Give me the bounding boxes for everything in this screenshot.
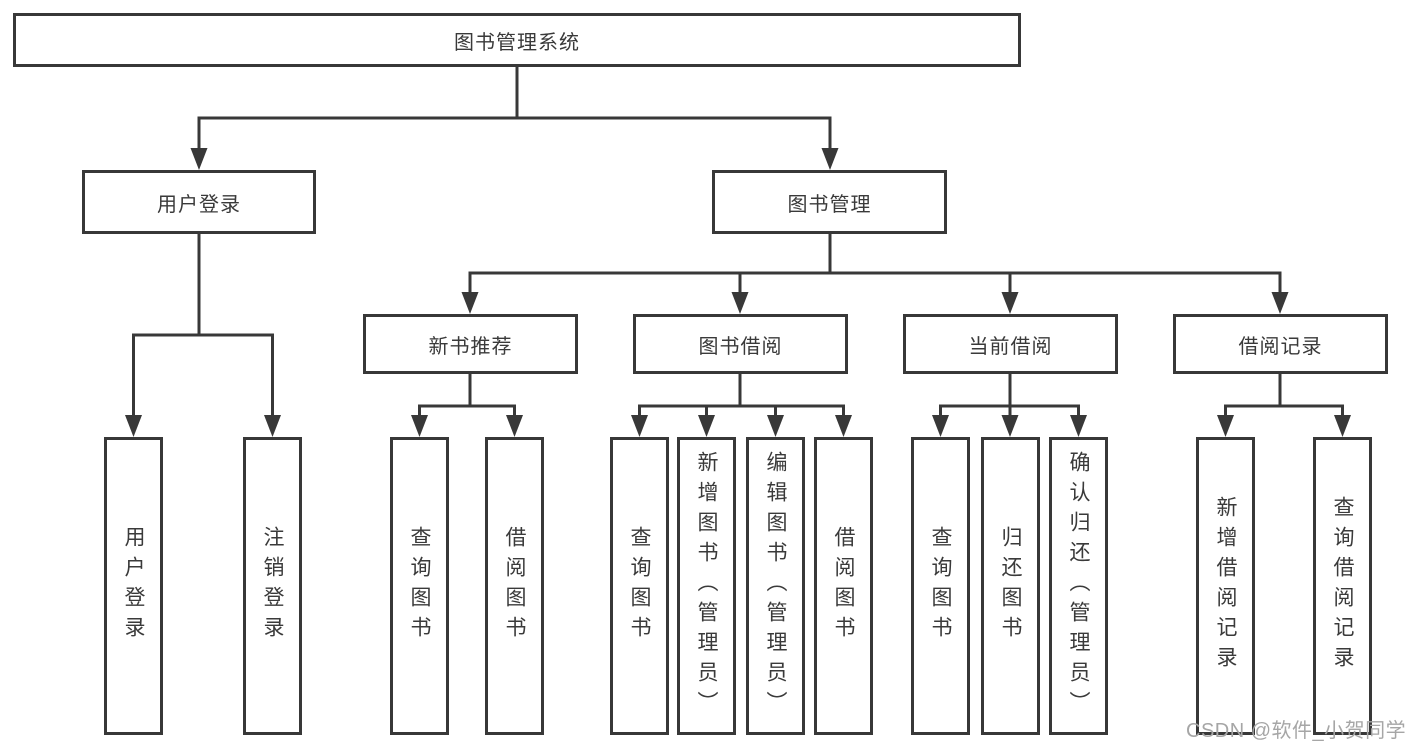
node-label: 图书管理系统 (454, 31, 580, 54)
leaf-borrow-books-recommend: 借阅图书 (485, 437, 544, 735)
node-current-borrowing: 当前借阅 (903, 314, 1118, 374)
node-label: 新书推荐 (428, 335, 513, 358)
node-label: 用户登录 (122, 526, 145, 646)
leaf-query-books-current: 查询图书 (911, 437, 970, 735)
arrowhead-icons (125, 148, 1351, 437)
node-label: 查询图书 (628, 526, 651, 646)
node-label: 图书管理 (787, 193, 872, 216)
node-label: 查询图书 (408, 526, 431, 646)
leaf-user-login: 用户登录 (104, 437, 163, 735)
leaf-query-books-recommend: 查询图书 (390, 437, 449, 735)
leaf-logout-login: 注销登录 (243, 437, 302, 735)
node-new-book-recommendation: 新书推荐 (363, 314, 578, 374)
watermark: CSDN @软件_小贺同学 (1186, 720, 1405, 742)
node-label: 用户登录 (157, 193, 241, 216)
leaf-query-books-borrow: 查询图书 (610, 437, 669, 735)
node-root: 图书管理系统 (13, 13, 1021, 67)
node-label: 当前借阅 (968, 335, 1053, 358)
node-label: 借阅图书 (503, 526, 526, 646)
leaf-borrow-books: 借阅图书 (814, 437, 873, 735)
node-borrowing-records: 借阅记录 (1173, 314, 1388, 374)
node-label: 归还图书 (999, 526, 1022, 646)
node-label: 图书借阅 (698, 335, 783, 358)
leaf-add-books-admin: 新增图书（管理员） (677, 437, 736, 735)
leaf-query-borrow-record: 查询借阅记录 (1313, 437, 1372, 735)
node-label: 新增图书（管理员） (695, 451, 718, 721)
node-label: 借阅记录 (1238, 335, 1323, 358)
leaf-confirm-return-admin: 确认归还（管理员） (1049, 437, 1108, 735)
node-label: 注销登录 (261, 526, 284, 646)
leaf-edit-books-admin: 编辑图书（管理员） (746, 437, 805, 735)
node-label: 新增借阅记录 (1214, 496, 1237, 676)
node-label: 编辑图书（管理员） (764, 451, 787, 721)
leaf-add-borrow-record: 新增借阅记录 (1196, 437, 1255, 735)
node-label: 确认归还（管理员） (1067, 451, 1090, 721)
node-book-management: 图书管理 (712, 170, 947, 234)
node-label: 借阅图书 (832, 526, 855, 646)
node-book-borrowing: 图书借阅 (633, 314, 848, 374)
node-label: 查询图书 (929, 526, 952, 646)
node-user-login: 用户登录 (82, 170, 316, 234)
node-label: 查询借阅记录 (1331, 496, 1354, 676)
leaf-return-books: 归还图书 (981, 437, 1040, 735)
